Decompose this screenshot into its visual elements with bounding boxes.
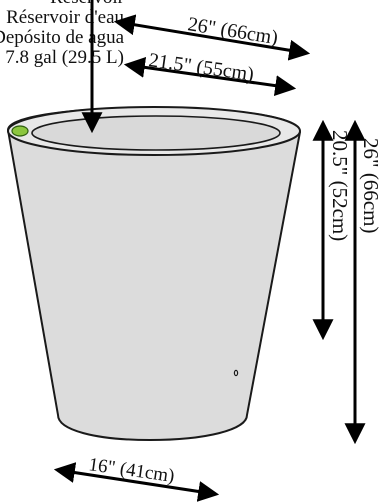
total-height-dimension: 26" (66cm) bbox=[344, 119, 383, 445]
top-inner-diameter-dimension: 21.5" (55cm) bbox=[123, 49, 297, 97]
inner-depth-dimension: 20.5" (52cm) bbox=[312, 119, 352, 341]
reservoir-label-line-2: Réservoir d'eau bbox=[6, 7, 124, 28]
pot-rim-inner bbox=[31, 115, 281, 151]
top-inner-diameter-arrow bbox=[123, 56, 297, 97]
top-outer-diameter-dimension: 26" (66cm) bbox=[113, 13, 311, 61]
top-inner-diameter-label: 21.5" (55cm) bbox=[147, 49, 255, 86]
base-diameter-dimension: 16" (41cm) bbox=[53, 454, 220, 502]
inner-depth-label: 20.5" (52cm) bbox=[328, 130, 352, 241]
base-diameter-arrow bbox=[53, 462, 220, 502]
top-outer-diameter-arrow bbox=[113, 14, 311, 61]
pot-body bbox=[6, 106, 302, 442]
reservoir-label-line-1: Reservoir bbox=[0, 0, 124, 8]
reservoir-label: Reservoir Réservoir d'eau Depósito de ag… bbox=[0, 0, 124, 68]
drain-hole bbox=[233, 369, 239, 377]
total-height-label: 26" (66cm) bbox=[359, 138, 383, 233]
reservoir-fill-indicator bbox=[11, 125, 29, 137]
top-outer-diameter-label: 26" (66cm) bbox=[186, 13, 279, 49]
planter-pot bbox=[6, 106, 302, 442]
reservoir-label-line-4: 7.8 gal (29.5 L) bbox=[5, 47, 124, 68]
